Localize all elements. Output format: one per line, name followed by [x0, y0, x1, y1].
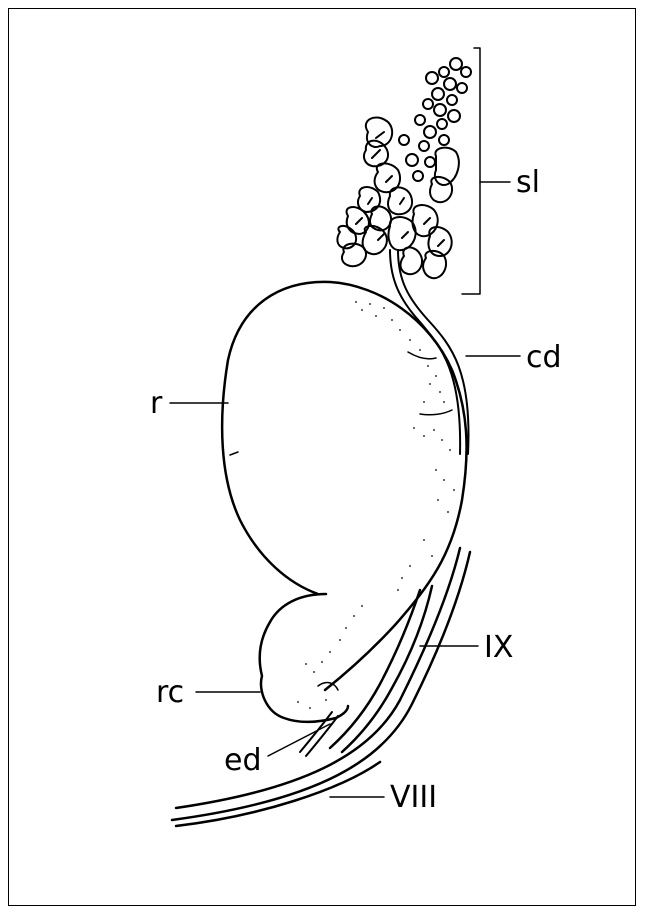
common-duct [390, 250, 469, 454]
reservoir [222, 282, 466, 690]
ed-leader [268, 724, 330, 756]
label-r: r [150, 386, 163, 421]
salivary-lobes [337, 58, 471, 278]
label-viii: VIII [390, 780, 437, 815]
label-ed: ed [224, 743, 262, 778]
label-sl: sl [516, 165, 540, 200]
label-rc: rc [156, 675, 184, 710]
label-ix: IX [484, 630, 513, 665]
rectal-chamber [260, 594, 348, 722]
label-cd: cd [526, 340, 562, 375]
stippling [297, 301, 455, 709]
